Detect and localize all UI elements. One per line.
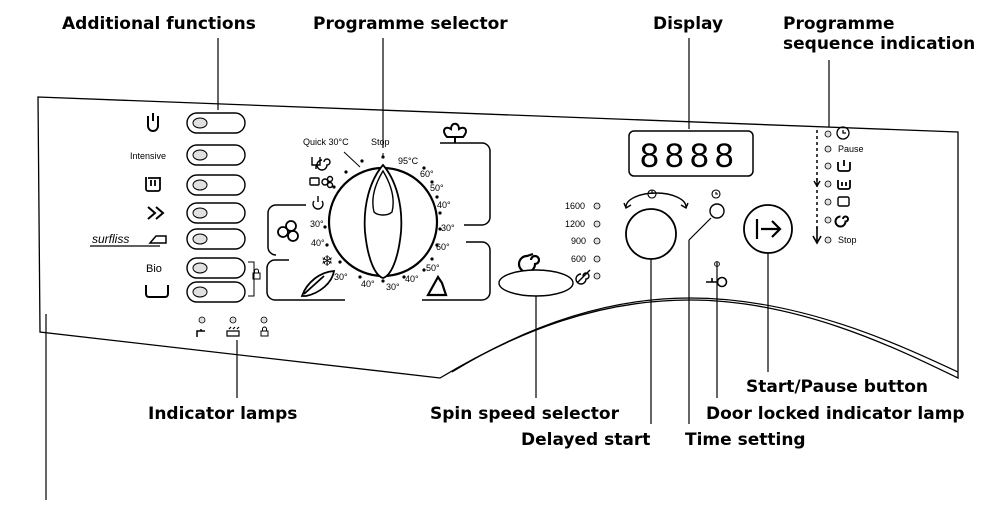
sequence-rinse-icon xyxy=(837,180,851,190)
tap-icon xyxy=(196,329,205,337)
spin-900: 900 xyxy=(571,236,586,246)
additional-function-buttons: Intensive surfliss Bio xyxy=(90,112,261,303)
dial-temp-60a: 60° xyxy=(420,169,434,179)
key-icon xyxy=(706,278,717,283)
triangle-icon xyxy=(426,274,448,297)
callout-display: Display xyxy=(653,14,724,34)
dial-stop-label: Stop xyxy=(371,137,390,147)
sequence-stop-label: Stop xyxy=(838,235,857,245)
prewash-icon xyxy=(145,177,161,192)
sequence-softener-icon xyxy=(837,196,850,207)
time-setting-control xyxy=(709,189,725,219)
dial-temp-60b: 60° xyxy=(436,242,450,252)
callout-indicator-lamps: Indicator lamps xyxy=(148,404,298,424)
callout-programme-sequence: Programme sequence indication xyxy=(783,14,976,54)
dial-temp-30c: 30° xyxy=(334,272,348,282)
programme-selector: Quick 30°C Stop 95°C 60° 50° 40° 30° 60°… xyxy=(266,122,491,301)
panel-curve xyxy=(451,297,959,373)
spin-speed-button[interactable] xyxy=(498,269,574,297)
alarm-clock-icon xyxy=(711,189,721,199)
callout-spin-speed-selector: Spin speed selector xyxy=(430,404,619,424)
surfliss-button[interactable]: surfliss xyxy=(90,228,246,250)
tub-icon xyxy=(145,285,169,298)
rinse-hold-button[interactable] xyxy=(145,281,246,303)
small-programme-icons xyxy=(309,157,334,210)
intensive-label: Intensive xyxy=(130,151,166,161)
spiral-icon xyxy=(517,252,541,274)
snowflake-icon: ❄ xyxy=(321,252,334,270)
feather-icon xyxy=(300,270,336,297)
dial-temp-30b: 30° xyxy=(386,282,400,292)
callout-additional-functions: Additional functions xyxy=(62,14,256,34)
quick-30-label: Quick 30°C xyxy=(303,137,349,147)
spin-1600: 1600 xyxy=(565,201,585,211)
lock-lamp-icon xyxy=(260,326,269,337)
callout-programme-selector: Programme selector xyxy=(313,14,508,34)
bio-button[interactable]: Bio xyxy=(146,257,246,279)
sequence-wash-icon xyxy=(837,160,851,172)
mixed-wash-icon xyxy=(277,220,299,242)
spin-lamps xyxy=(593,202,601,280)
dial-temp-40d: 40° xyxy=(311,238,325,248)
cotton-flower-icon xyxy=(443,122,467,143)
sequence-clock-icon xyxy=(836,126,850,140)
delayed-start-knob[interactable] xyxy=(625,208,677,260)
padlock-icon xyxy=(252,268,261,280)
dial-temp-30d: 30° xyxy=(310,219,324,229)
callout-door-locked-lamp: Door locked indicator lamp xyxy=(706,404,965,424)
dial-temp-95: 95°C xyxy=(398,156,419,166)
bio-label: Bio xyxy=(146,263,162,275)
power-button[interactable] xyxy=(147,112,246,134)
iron-icon xyxy=(148,235,167,244)
double-chevron-icon xyxy=(147,206,165,220)
sequence-pause-label: Pause xyxy=(838,144,864,154)
delayed-start-control xyxy=(623,189,689,260)
spin-600: 600 xyxy=(571,254,586,264)
spin-speed-selector: 1600 1200 900 600 xyxy=(498,201,601,297)
programme-dial-knob[interactable] xyxy=(327,163,439,279)
callout-start-pause-button: Start/Pause button xyxy=(746,377,929,397)
callout-time-setting: Time setting xyxy=(685,430,806,450)
dial-temp-30a: 30° xyxy=(441,223,455,233)
no-spin-icon xyxy=(575,269,591,285)
sequence-spin-icon xyxy=(834,215,849,228)
callout-delayed-start: Delayed start xyxy=(521,430,651,450)
dial-temp-40b: 40° xyxy=(405,274,419,284)
indicator-lamps xyxy=(196,316,269,337)
door-locked-lamp xyxy=(706,261,728,288)
surfliss-label: surfliss xyxy=(92,232,129,246)
power-icon xyxy=(147,113,159,132)
dial-temp-40a: 40° xyxy=(437,200,451,210)
time-setting-button[interactable] xyxy=(709,203,725,219)
drum-icon xyxy=(226,326,240,337)
programme-sequence-indication: Pause Stop xyxy=(812,126,864,245)
dial-temp-50a: 50° xyxy=(430,183,444,193)
prewash-button[interactable] xyxy=(145,174,246,196)
start-arrow-icon xyxy=(755,219,782,239)
dial-ticks xyxy=(323,155,442,283)
shortcut-button[interactable] xyxy=(147,202,246,224)
display-panel: 8888 xyxy=(628,130,754,177)
spin-1200: 1200 xyxy=(565,219,585,229)
display-digits: 8888 xyxy=(640,137,740,175)
dial-temp-50b: 50° xyxy=(426,263,440,273)
intensive-button[interactable]: Intensive xyxy=(130,144,246,166)
dial-temp-40c: 40° xyxy=(361,279,375,289)
start-pause-button[interactable] xyxy=(743,204,793,254)
callout-leader-lines xyxy=(45,38,830,500)
